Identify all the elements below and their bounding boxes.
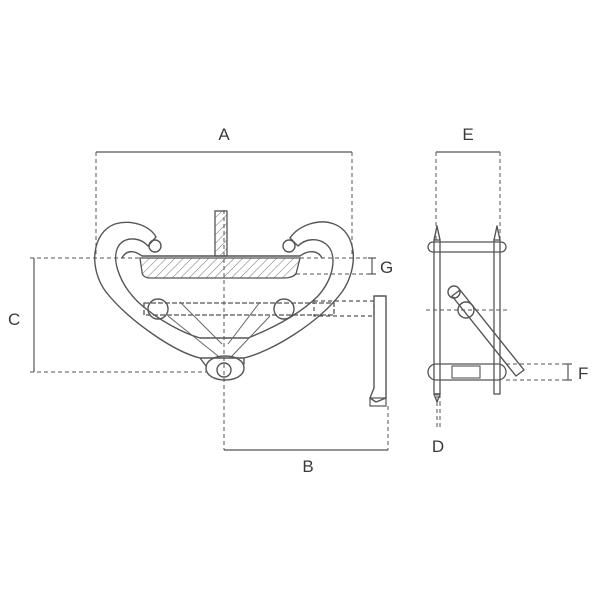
- dimension-a: A: [95, 125, 353, 256]
- handle-end: [369, 397, 387, 407]
- dimension-label-f: F: [578, 364, 588, 383]
- dimension-label-b: B: [302, 457, 313, 476]
- clamp-body: [94, 221, 354, 359]
- beam-flange: [139, 257, 301, 279]
- dimension-label-a: A: [218, 125, 230, 144]
- top-lug-right: [493, 225, 501, 241]
- spindle-extension: [313, 300, 375, 317]
- spindle: [143, 302, 335, 316]
- left-lug-hole: [148, 239, 162, 253]
- top-lug-left: [433, 225, 441, 241]
- lifting-eye-hole: [216, 362, 232, 378]
- spindle-bush-left: [147, 298, 169, 320]
- dimension-f: F: [506, 363, 588, 383]
- dimension-c: C: [8, 257, 206, 373]
- dimension-b: B: [224, 406, 389, 476]
- dimension-e: E: [435, 125, 501, 240]
- dimension-d: D: [432, 402, 444, 456]
- spindle-bush-right: [273, 298, 295, 320]
- side-view: [426, 225, 525, 403]
- dimension-g: G: [296, 257, 393, 277]
- handle-knob: [447, 285, 461, 299]
- beam-web: [214, 210, 228, 257]
- handle-pivot: [457, 301, 475, 319]
- tommy-bar-handle: [369, 295, 387, 403]
- linkage-inner-right: [227, 301, 261, 345]
- dimension-label-e: E: [462, 125, 473, 144]
- linkage-left: [167, 315, 219, 357]
- eye-pin-inner: [451, 365, 481, 379]
- linkage-right: [231, 315, 271, 357]
- side-plate-right: [493, 239, 501, 395]
- lifting-eye-neck: [199, 357, 245, 367]
- linkage-inner-left: [179, 301, 223, 345]
- front-view: [94, 210, 387, 450]
- right-lug-hole: [282, 239, 296, 253]
- side-plate-left: [433, 239, 441, 395]
- dimension-label-d: D: [432, 437, 444, 456]
- top-pin: [427, 241, 507, 253]
- dimension-label-c: C: [8, 310, 20, 329]
- eye-pin: [427, 363, 507, 381]
- lifting-eye: [205, 355, 245, 381]
- side-handle: [451, 289, 525, 377]
- dimension-label-g: G: [380, 258, 393, 277]
